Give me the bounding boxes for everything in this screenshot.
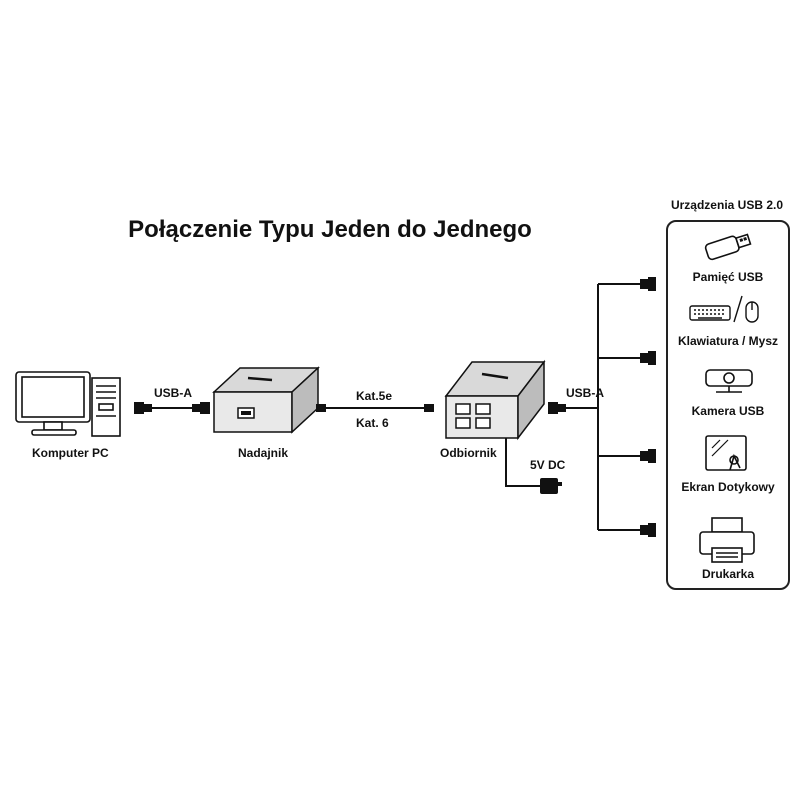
- device-label-keyboard-mouse: Klawiatura / Mysz: [677, 334, 779, 348]
- cat-cable: [316, 404, 434, 412]
- device-label-touchscreen: Ekran Dotykowy: [681, 480, 775, 494]
- cable-cat6-label: Kat. 6: [356, 416, 389, 430]
- devices-panel-title: Urządzenia USB 2.0: [670, 198, 784, 212]
- usb-plug-4: [640, 523, 656, 537]
- touchscreen-icon: [705, 435, 747, 471]
- usb-plug-1: [640, 277, 656, 291]
- transmitter-label: Nadajnik: [238, 446, 289, 460]
- receiver-label: Odbiornik: [440, 446, 497, 460]
- cable-cat5e-label: Kat.5e: [356, 389, 393, 403]
- usb-plug-3: [640, 449, 656, 463]
- usb-plug-2: [640, 351, 656, 365]
- power-cable: [505, 438, 562, 494]
- printer-icon: [699, 517, 755, 563]
- webcam-icon: [705, 369, 753, 393]
- computer-label: Komputer PC: [32, 446, 109, 460]
- transmitter-device-icon: [212, 366, 320, 434]
- diagram-title: Połączenie Typu Jeden do Jednego: [128, 216, 532, 243]
- usb-a-left-label: USB-A: [154, 386, 192, 400]
- keyboard-mouse-icon: [689, 295, 759, 323]
- device-label-usb-stick: Pamięć USB: [692, 270, 764, 284]
- devices-panel: [666, 220, 790, 590]
- computer-pc-icon: [15, 371, 121, 437]
- receiver-device-icon: [444, 359, 546, 441]
- device-label-webcam: Kamera USB: [691, 404, 765, 418]
- device-label-printer: Drukarka: [701, 567, 755, 581]
- usb-cable-right: [548, 402, 598, 414]
- usb-a-right-label: USB-A: [566, 386, 604, 400]
- usb-cable-left: [134, 402, 210, 414]
- usb-bus: [597, 283, 640, 531]
- usb-stick-icon: [704, 233, 752, 261]
- power-label: 5V DC: [530, 458, 566, 472]
